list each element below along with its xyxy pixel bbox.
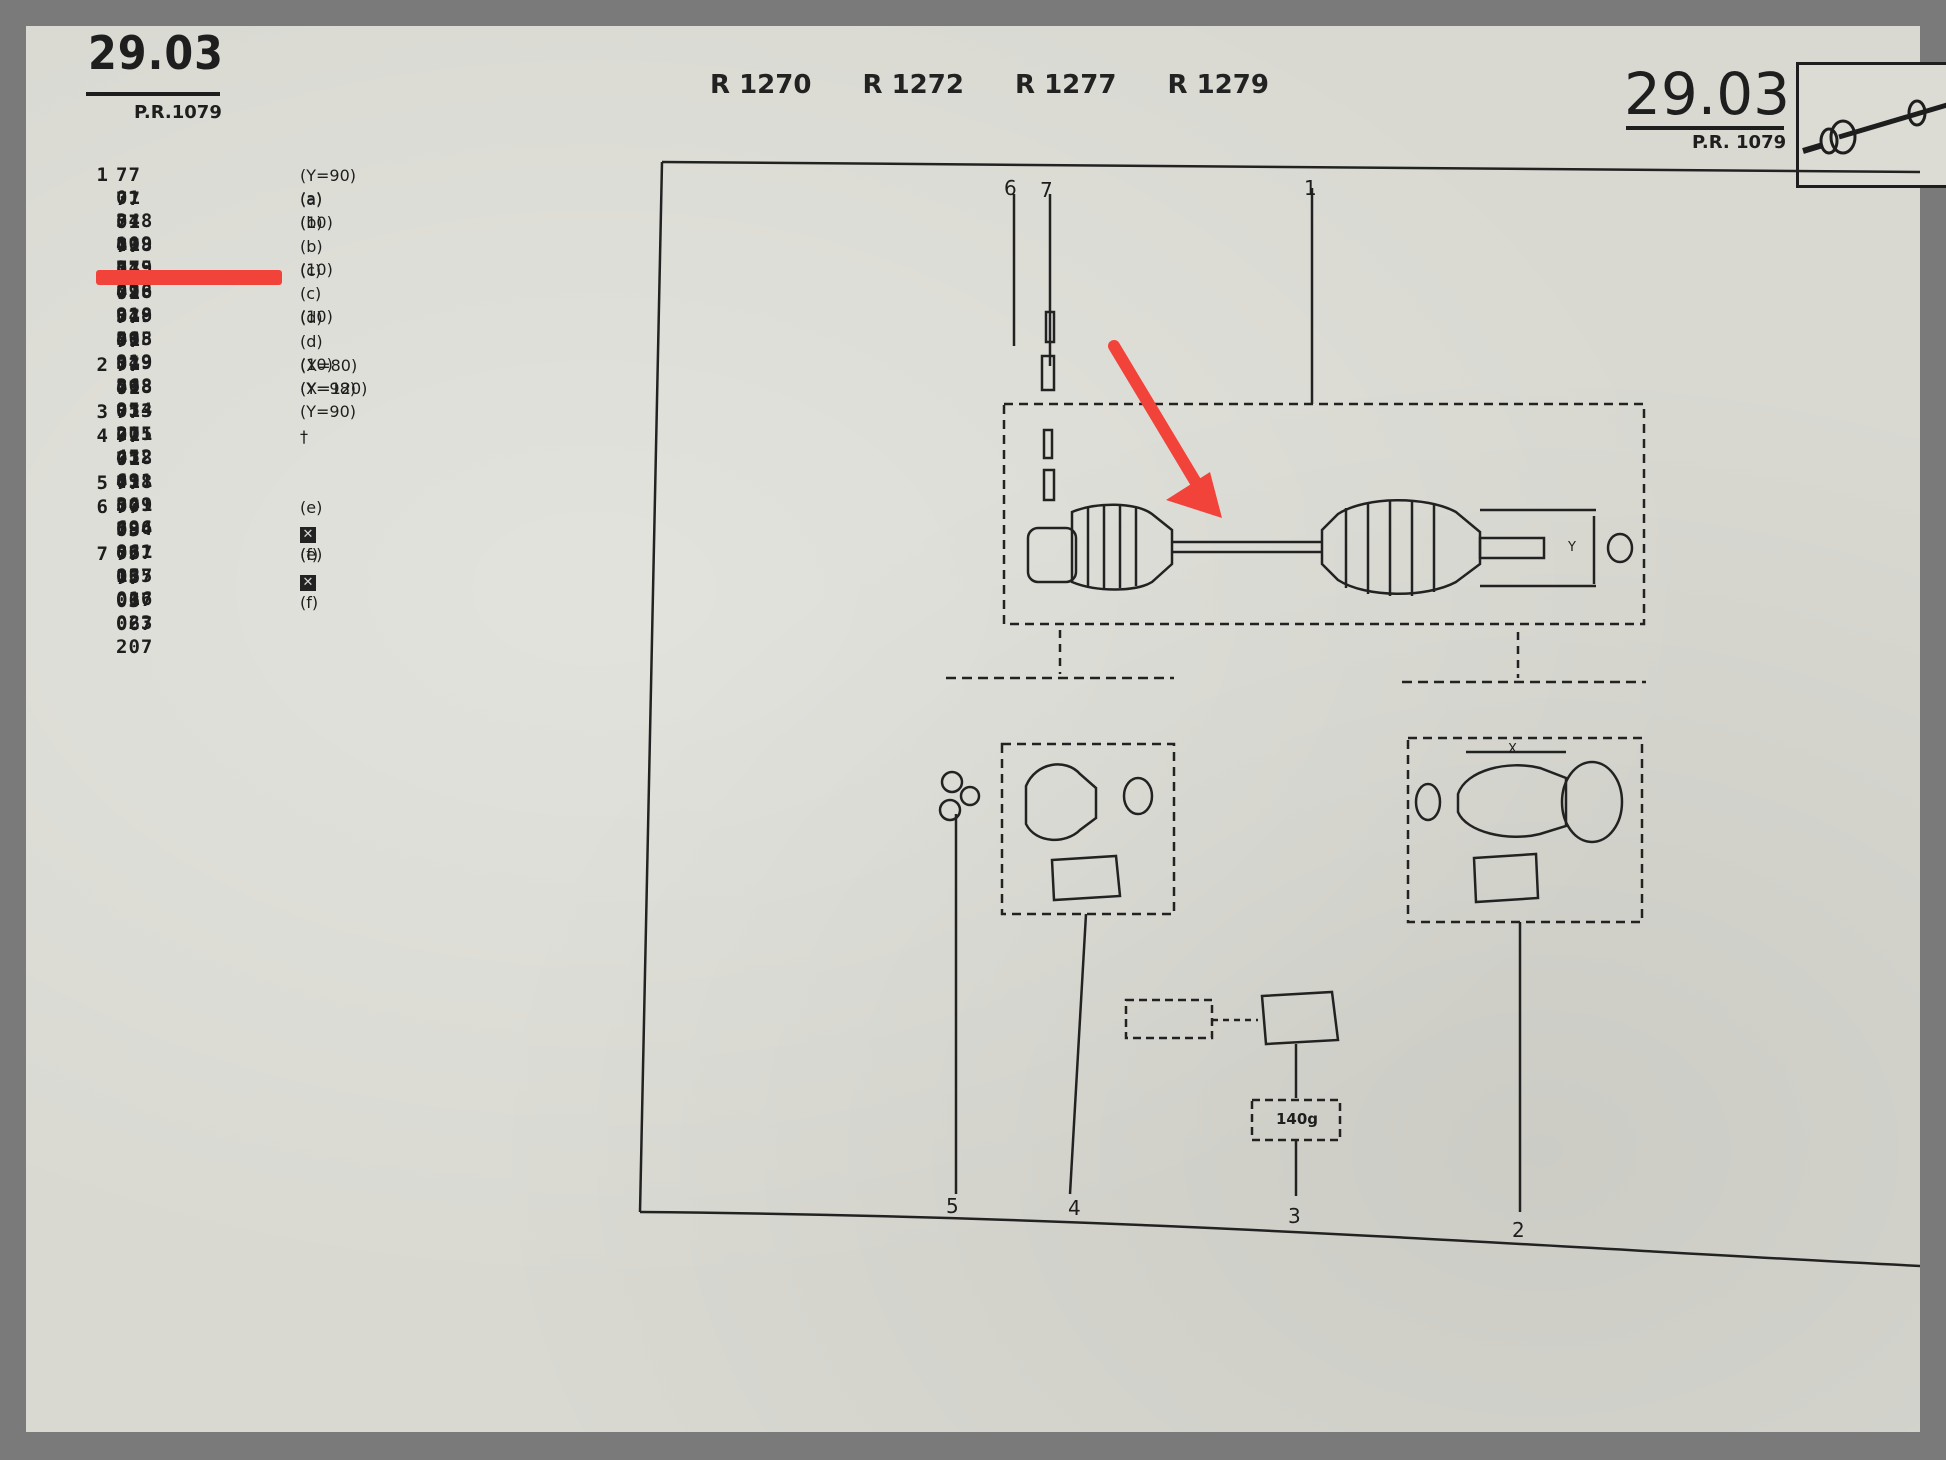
red-redaction-mark xyxy=(96,270,282,285)
part-number: 77 00 584 861 xyxy=(116,471,154,563)
model-list: R 1270 R 1272 R 1277 R 1279 xyxy=(710,70,1311,100)
driveshaft-exploded-diagram xyxy=(638,160,1920,1268)
part-note: (c) (10) xyxy=(300,282,333,328)
driveshaft-thumbnail xyxy=(1796,62,1946,188)
part-note: (c) xyxy=(300,259,321,282)
grease-quantity-label: 140g xyxy=(1276,1110,1319,1128)
item-index: 7 xyxy=(96,543,108,565)
item-index: 1 xyxy=(96,164,108,186)
part-number: 79 03 067 016 xyxy=(116,519,154,611)
part-note: (Y=90) (a) xyxy=(300,164,356,210)
model-code: R 1277 xyxy=(1015,70,1117,100)
part-note-text: (c) xyxy=(300,260,322,280)
part-note: (e) xyxy=(300,496,322,519)
dimension-x-label: X xyxy=(1508,742,1517,757)
part-note-text: (d) xyxy=(300,308,323,328)
part-note-text: (e) xyxy=(300,545,323,564)
pr-code-left: P.R.1079 xyxy=(134,102,222,123)
item-index: 5 xyxy=(96,471,108,494)
item-index: 6 xyxy=(96,495,108,518)
part-note-text: (f) xyxy=(300,592,319,612)
part-note: (X=120) (Y=90) xyxy=(300,377,367,423)
part-number: 77 01 458 301 xyxy=(116,424,154,516)
part-number: 77 01 498 919 xyxy=(116,282,154,374)
part-note-text: (c) (10) xyxy=(300,284,333,327)
part-note: (e) xyxy=(300,543,322,566)
part-note: (X=80) (Y=98) xyxy=(300,354,357,400)
part-note: (d) (10) xyxy=(300,330,333,376)
part-number: 77 03 067 135 xyxy=(116,495,154,587)
part-note: ✕(f) xyxy=(300,567,322,614)
part-note-text: (Y=90) (a) xyxy=(300,166,357,208)
part-note-text: (d) (10) xyxy=(300,331,333,374)
catalog-page: 29.03 P.R.1079 R 1270 R 1272 R 1277 R 12… xyxy=(26,26,1946,1432)
driveshaft-thumbnail-icon xyxy=(1802,99,1946,155)
part-note: † xyxy=(300,425,308,448)
part-note: (a) (10) xyxy=(300,188,333,234)
part-number: 77 01 498 954 xyxy=(116,329,154,421)
part-number: 77 01 498 775 xyxy=(116,187,154,279)
part-note-text: (e) xyxy=(300,497,323,517)
callout-2: 2 xyxy=(1512,1218,1525,1242)
part-number: 77 01 349 368 xyxy=(116,306,154,398)
callout-6: 6 xyxy=(1004,176,1017,200)
part-note-text: (b) xyxy=(300,213,323,233)
part-note: (b) (10) xyxy=(300,235,333,281)
callout-1: 1 xyxy=(1304,176,1317,200)
item-index: 4 xyxy=(96,424,108,447)
part-note-text: (a) (10) xyxy=(300,189,333,232)
crossed-box-icon: ✕ xyxy=(300,574,316,591)
part-note: (b) xyxy=(300,211,323,234)
part-number: 77 03 067 023 xyxy=(116,543,154,634)
model-code: R 1272 xyxy=(862,70,964,100)
part-number: 77 01 013 275 xyxy=(116,353,154,445)
page-number-right: 29.03 xyxy=(1624,60,1791,128)
part-note: (d) xyxy=(300,306,323,329)
part-note-text: † xyxy=(300,426,308,446)
part-note-text: (b) (10) xyxy=(300,237,333,280)
part-number: 77 03 067 207 xyxy=(116,566,154,658)
header-rule-left xyxy=(86,92,220,96)
pr-code-right: P.R. 1079 xyxy=(1692,132,1787,153)
model-code: R 1279 xyxy=(1167,70,1269,100)
part-number: 77 01 201 452 xyxy=(116,377,154,469)
dimension-y-label: Y xyxy=(1568,540,1576,555)
header-rule-right xyxy=(1626,126,1784,130)
crossed-box-icon: ✕ xyxy=(300,527,316,544)
part-note: ✕(f) xyxy=(300,519,322,566)
part-number: 77 01 018 691 xyxy=(116,400,154,492)
part-note-text: (X=80) (Y=98) xyxy=(300,355,358,398)
part-number: 77 01 348 109 xyxy=(116,164,154,255)
model-code: R 1270 xyxy=(710,70,812,100)
item-index: 3 xyxy=(96,400,108,423)
callout-3: 3 xyxy=(1288,1204,1301,1228)
callout-5: 5 xyxy=(946,1194,959,1218)
item-index: 2 xyxy=(96,353,108,376)
page-number-left: 29.03 xyxy=(88,26,224,80)
callout-4: 4 xyxy=(1068,1196,1081,1220)
red-arrow-annotation xyxy=(1108,340,1222,518)
part-note-text: (f) xyxy=(300,545,319,565)
part-number: 77 01 349 696 xyxy=(116,448,154,540)
part-note-text: (X=120) (Y=90) xyxy=(300,379,368,422)
callout-7: 7 xyxy=(1040,178,1053,202)
